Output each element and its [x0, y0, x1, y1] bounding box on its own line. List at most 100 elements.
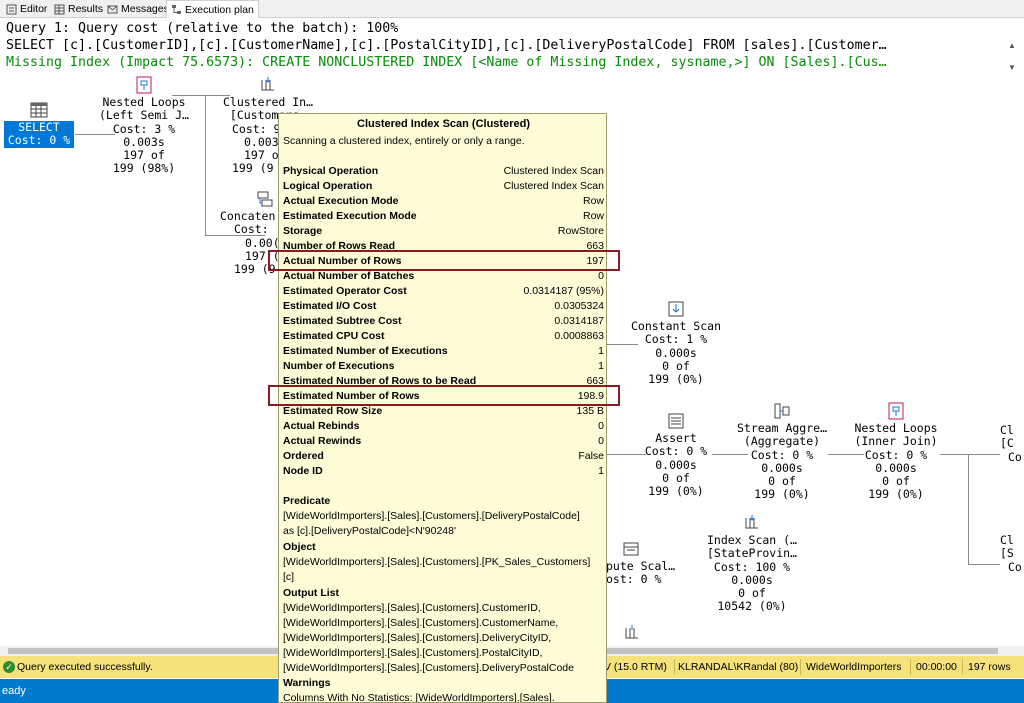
node-rows-estimate: 199 (0%) [648, 372, 704, 387]
tab-messages[interactable]: Messages [103, 0, 173, 18]
node-rows-estimate: 199 (0%) [648, 484, 704, 499]
property-label: Actual Number of Batches [283, 270, 415, 282]
constant-scan-icon [667, 300, 685, 318]
plan-node-constant-scan[interactable]: Constant Scan Cost: 1 % 0.000s 0 of 199 … [624, 300, 728, 386]
plan-connector [606, 344, 638, 345]
status-elapsed-time: 00:00:00 [916, 661, 957, 673]
output-column: [WideWorldImporters].[Sales].[Customers]… [283, 647, 543, 659]
property-row: Actual Rewinds 0 [283, 434, 604, 449]
property-label: Actual Rewinds [283, 435, 362, 447]
plan-connector [968, 454, 969, 564]
property-value: RowStore [557, 225, 604, 237]
property-label: Estimated I/O Cost [283, 300, 377, 312]
status-divider [910, 659, 911, 675]
predicate-line: [WideWorldImporters].[Sales].[Customers]… [283, 510, 580, 522]
property-label: Actual Rebinds [283, 420, 360, 432]
node-rows-estimate: 199 (0%) [754, 487, 810, 502]
property-label: Ordered [283, 450, 324, 462]
node-label: Nested Loops [102, 95, 186, 109]
tooltip-output-list: Output List [WideWorldImporters].[Sales]… [283, 586, 599, 676]
property-value: 663 [586, 240, 604, 252]
node-label: pute Scal… [606, 559, 676, 573]
property-value: 135 B [576, 405, 604, 417]
missing-index-line[interactable]: Missing Index (Impact 75.6573): CREATE N… [6, 55, 887, 70]
plan-node-stream-aggregate[interactable]: Stream Aggre… (Aggregate) Cost: 0 % 0.00… [730, 402, 834, 502]
tab-editor-label: Editor [20, 3, 48, 15]
node-time: 0.000s [731, 572, 773, 587]
node-label: Clustered In… [222, 95, 313, 109]
node-label: [S [1000, 546, 1014, 561]
plan-connector [205, 95, 206, 235]
plan-node-assert[interactable]: Assert Cost: 0 % 0.000s 0 of 199 (0%) [636, 412, 716, 498]
plan-node-concatenation[interactable]: Concaten Cost: 0.00( 197 ( 199 (9 [218, 190, 280, 276]
messages-icon [107, 4, 118, 15]
node-label: Index Scan (… [706, 533, 797, 547]
select-label: SELECT [4, 120, 74, 135]
property-label: Actual Execution Mode [283, 195, 399, 207]
property-value: 197 [586, 255, 604, 267]
property-row: Actual Number of Rows 197 [283, 254, 604, 269]
tab-execution-plan[interactable]: Execution plan [166, 0, 259, 18]
plan-node-nested-loops-semi-join[interactable]: Nested Loops (Left Semi J… Cost: 3 % 0.0… [96, 76, 192, 176]
property-value: 0 [598, 435, 604, 447]
plan-node-index-scan[interactable]: Index Scan (… [StateProvin… Cost: 100 % … [700, 514, 804, 614]
header-scrollbar[interactable]: ▲ ▼ [1005, 38, 1019, 76]
node-label: Stream Aggre… [736, 421, 827, 435]
highlight-box [268, 385, 620, 406]
plan-node-clipped-right-bottom[interactable]: Cl [S Co [1000, 533, 1024, 574]
compute-scalar-icon [622, 540, 640, 558]
property-value: 0.0314187 (95%) [523, 285, 604, 297]
property-label: Estimated Row Size [283, 405, 383, 417]
tab-editor[interactable]: Editor [2, 0, 51, 18]
node-rows: 0 of [662, 358, 690, 373]
property-label: Estimated Number of Executions [283, 345, 448, 357]
property-value: 198.9 [577, 390, 604, 402]
plan-node-compute-scalar[interactable]: pute Scal… ost: 0 % [606, 540, 688, 587]
property-label: Estimated Subtree Cost [283, 315, 402, 327]
node-label: Assert [655, 431, 697, 445]
node-label: [StateProvin… [706, 546, 797, 561]
property-value: 1 [598, 345, 604, 357]
predicate-heading: Predicate [283, 495, 331, 507]
node-label: (Aggregate) [743, 434, 821, 449]
property-value: Clustered Index Scan [503, 180, 604, 192]
output-list-heading: Output List [283, 587, 339, 599]
plan-connector [828, 454, 864, 455]
node-rows: 0 of [662, 470, 690, 485]
node-time: 0.00( [245, 235, 280, 250]
status-server-version: V (15.0 RTM) [604, 661, 667, 673]
tab-results[interactable]: Results [50, 0, 107, 18]
property-value: 0 [598, 420, 604, 432]
tooltip-title: Clustered Index Scan (Clustered) [357, 118, 530, 130]
plan-node-select[interactable]: SELECT Cost: 0 % [4, 101, 74, 148]
status-divider [674, 659, 675, 675]
object-line: [c] [283, 571, 295, 583]
property-label: Node ID [283, 465, 323, 477]
property-label: Estimated Execution Mode [283, 210, 417, 222]
plan-node-clipped-bottom[interactable] [622, 624, 642, 644]
scroll-up-icon[interactable]: ▲ [1008, 41, 1016, 50]
tab-results-label: Results [68, 3, 104, 15]
editor-icon [6, 4, 17, 15]
status-row-count: 197 rows [968, 661, 1011, 673]
node-time: 0.000s [655, 345, 697, 360]
property-label: Actual Number of Rows [283, 255, 402, 267]
plan-node-nested-loops-inner-join[interactable]: Nested Loops (Inner Join) Cost: 0 % 0.00… [846, 402, 946, 502]
tooltip-warnings: Warnings Columns With No Statistics: [Wi… [283, 676, 599, 702]
plan-connector [172, 95, 230, 96]
node-time: 0.000s [875, 460, 917, 475]
scroll-down-icon[interactable]: ▼ [1008, 63, 1016, 72]
plan-node-clipped-right-top[interactable]: Cl [C Co [1000, 423, 1024, 464]
property-row: Estimated Number of Executions 1 [283, 344, 604, 359]
node-time: 0.000s [655, 457, 697, 472]
tab-execution-plan-label: Execution plan [185, 3, 254, 16]
index-scan-icon [743, 514, 761, 532]
